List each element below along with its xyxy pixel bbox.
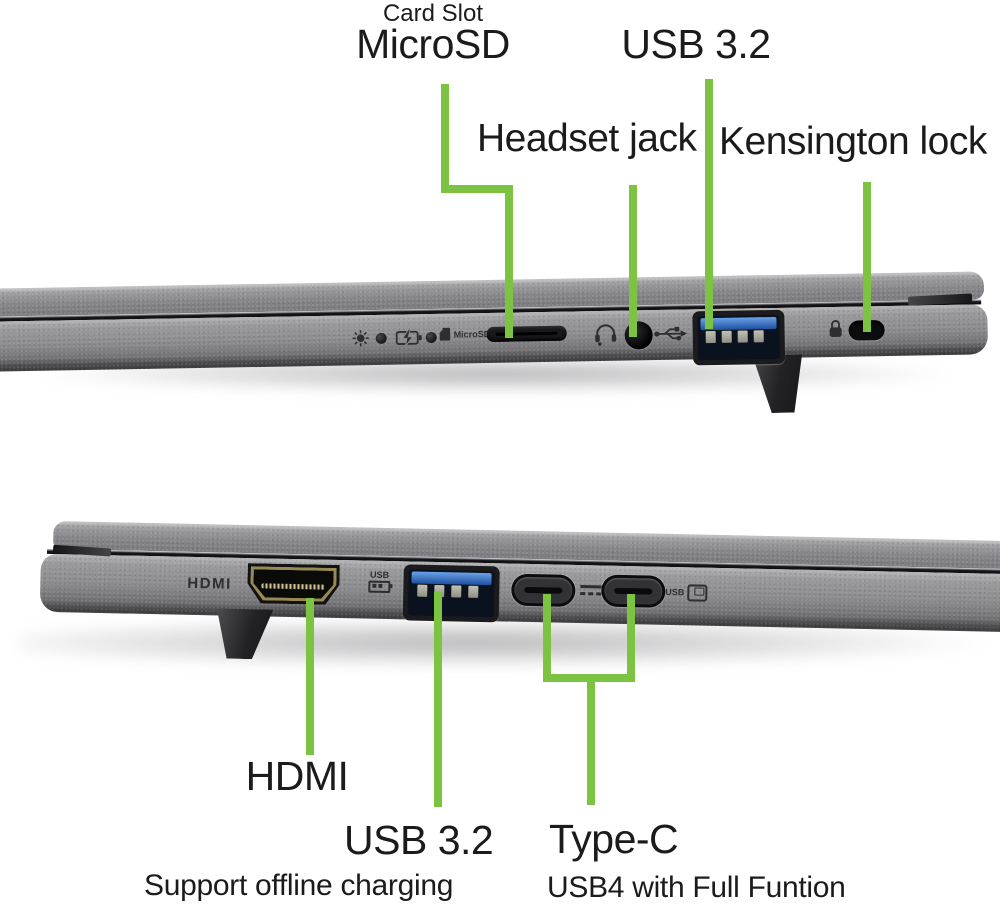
microsd-card-slot bbox=[486, 325, 567, 343]
battery-charging-icon bbox=[395, 328, 424, 351]
power-delivery-icon bbox=[580, 585, 603, 596]
usb-offline-charging-icon: USB bbox=[368, 569, 391, 594]
headset-icon bbox=[592, 322, 619, 351]
usb32-top-label: USB 3.2 bbox=[621, 21, 771, 67]
usb-icon bbox=[654, 325, 688, 349]
microsd-callout-line-h bbox=[441, 185, 513, 193]
typec-callout-bracket bbox=[543, 674, 635, 682]
battery-glyph bbox=[368, 580, 391, 594]
usb32-bottom-label: USB 3.2 bbox=[344, 817, 494, 863]
typec-callout-stem bbox=[587, 682, 595, 805]
usb-a-port-bottom-view bbox=[402, 564, 500, 623]
bottom-laptop-shadow bbox=[20, 622, 1000, 674]
hdmi-label: HDMI bbox=[245, 753, 349, 799]
microsd-engraving: MicroSD bbox=[439, 327, 491, 341]
usb-tongue bbox=[411, 571, 492, 586]
microsd-label: MicroSD bbox=[356, 21, 510, 67]
microsd-callout-line-v2 bbox=[505, 185, 513, 338]
card-slot-label: Card Slot bbox=[382, 0, 484, 27]
hdmi-callout-line bbox=[306, 598, 314, 755]
hdmi-port bbox=[247, 563, 340, 605]
usb32-sub-label: Support offline charging bbox=[144, 869, 454, 902]
typec-label: Type-C bbox=[549, 816, 679, 862]
kensington-lock-icon bbox=[827, 319, 843, 344]
headset-callout-line bbox=[629, 185, 637, 337]
typec-callout-line-right bbox=[627, 594, 635, 682]
rubber-foot bbox=[216, 608, 277, 659]
laptop-left-side-view: HDMI USB bbox=[39, 521, 1000, 691]
microsd-callout-line-v1 bbox=[441, 84, 449, 193]
laptop-right-side-view: MicroSD bbox=[0, 271, 996, 439]
usb32-bottom-callout-line bbox=[434, 592, 442, 807]
display-glyph bbox=[687, 584, 708, 602]
usb-charging-engraving-text: USB bbox=[370, 569, 390, 581]
kensington-callout-line bbox=[863, 182, 871, 332]
hdmi-engraving-text: HDMI bbox=[187, 574, 232, 593]
typec-sub-label: USB4 with Full Funtion bbox=[547, 871, 846, 904]
usb-display-icon: USB bbox=[665, 584, 708, 602]
usb-display-engraving-text: USB bbox=[665, 586, 685, 598]
usb32-top-callout-line bbox=[705, 79, 713, 329]
microsd-engraving-text: MicroSD bbox=[453, 328, 491, 340]
kensington-lock-label: Kensington lock bbox=[719, 120, 987, 163]
microsd-card-icon bbox=[439, 327, 451, 341]
typec-callout-line-left bbox=[543, 594, 551, 682]
headset-jack-label: Headset jack bbox=[477, 117, 697, 160]
brightness-indicator-icon bbox=[352, 329, 370, 352]
